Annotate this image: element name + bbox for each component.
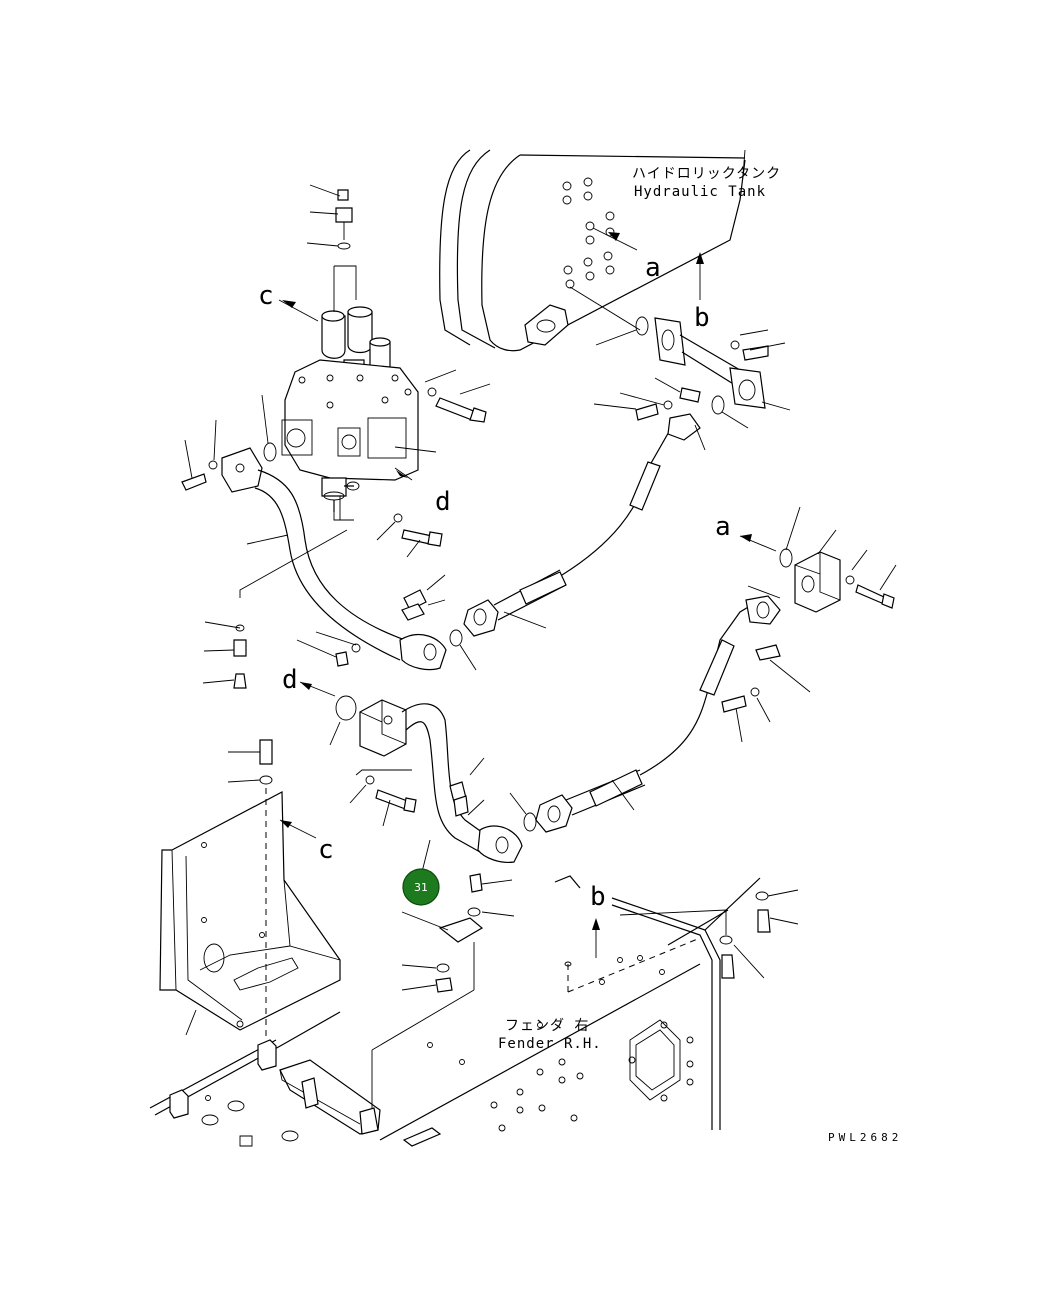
callout-31-number[interactable]: 31	[414, 881, 428, 894]
floor-frame	[149, 989, 475, 1147]
hydraulic-tank	[439, 149, 746, 352]
hose-lower-right	[535, 595, 781, 833]
fender-label-jp: フェンダ 右	[505, 1018, 589, 1034]
callout-31-circle[interactable]	[402, 868, 440, 906]
view-letter-d-valve: d	[435, 487, 451, 517]
control-valve	[281, 189, 419, 512]
hydraulic-tank-label-jp: ハイドロリックタンク	[632, 166, 781, 182]
port-block-right	[779, 548, 895, 613]
view-letter-c-valve: c	[258, 281, 274, 311]
view-letter-a-block: a	[715, 512, 731, 542]
callout-31[interactable]: 31	[402, 868, 440, 906]
view-letter-b-fender: b	[590, 882, 606, 912]
view-letter-d-block: d	[282, 665, 298, 695]
view-letter-a-tank: a	[645, 253, 661, 283]
drawing-code: PWL2682	[828, 1131, 902, 1144]
hydraulic-tank-label-en: Hydraulic Tank	[634, 184, 766, 200]
hose-middle	[463, 387, 701, 637]
tube-part-31	[335, 695, 523, 863]
view-letter-b-tank: b	[694, 303, 710, 333]
suction-tube-assembly	[635, 316, 769, 415]
fender-label-en: Fender R.H.	[498, 1036, 602, 1052]
fender-rh	[379, 875, 761, 1147]
view-letter-c-bracket: c	[318, 835, 334, 865]
bracket-left	[159, 739, 341, 1031]
